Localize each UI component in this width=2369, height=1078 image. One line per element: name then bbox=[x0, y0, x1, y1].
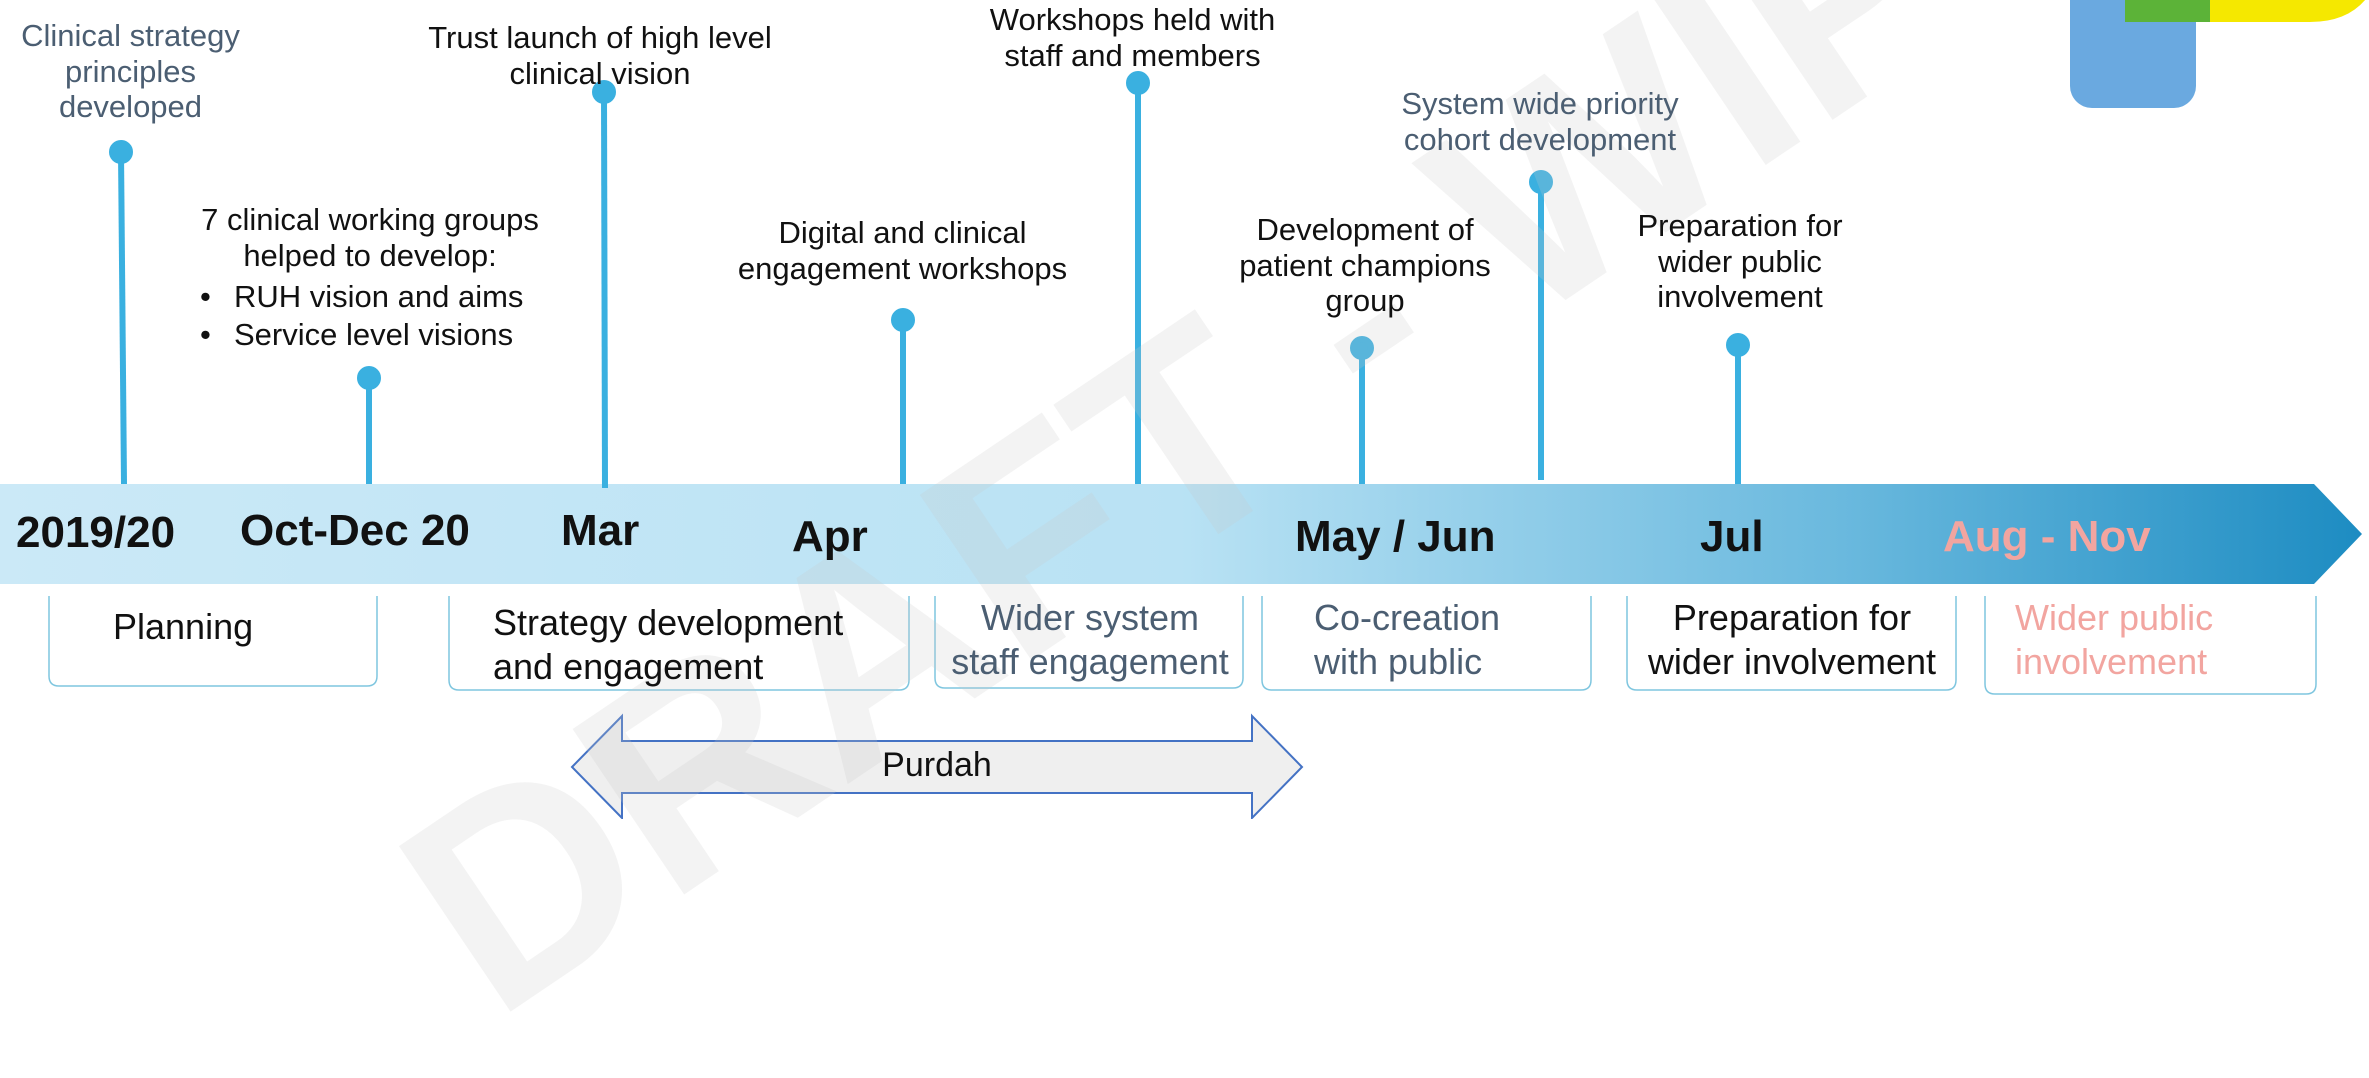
milestone-stem-1 bbox=[118, 151, 127, 485]
purdah-arrow bbox=[570, 713, 1304, 819]
milestone-1-note: Clinical strategy principles developed bbox=[18, 18, 243, 125]
milestone-dot-8 bbox=[1726, 333, 1750, 357]
milestone-3-text: Trust launch of high level clinical visi… bbox=[428, 20, 772, 91]
bracket-wider-staff bbox=[934, 596, 1244, 689]
milestone-2-intro: 7 clinical working groups helped to deve… bbox=[201, 202, 539, 273]
logo bbox=[2070, 0, 2366, 108]
milestone-dot-7 bbox=[1529, 170, 1553, 194]
milestone-6-text: Development of patient champions group bbox=[1239, 212, 1491, 319]
bracket-strategy bbox=[448, 596, 910, 691]
period-oct-dec-20: Oct-Dec 20 bbox=[240, 506, 470, 555]
period-apr: Apr bbox=[792, 512, 868, 561]
milestone-8-text: Preparation for wider public involvement bbox=[1637, 208, 1843, 315]
milestone-1-text: Clinical strategy principles developed bbox=[21, 18, 240, 125]
period-jul: Jul bbox=[1700, 512, 1764, 561]
period-2019-20: 2019/20 bbox=[16, 508, 176, 557]
phase-wider-staff: Wider system staff engagement bbox=[951, 597, 1229, 682]
milestone-7-text: System wide priority cohort development bbox=[1401, 86, 1679, 157]
bracket-prep bbox=[1626, 596, 1957, 691]
period-aug-nov: Aug - Nov bbox=[1943, 512, 2151, 561]
period-may-jun: May / Jun bbox=[1295, 512, 1496, 561]
milestone-2-note: 7 clinical working groups helped to deve… bbox=[190, 202, 550, 273]
bullet-text-1: RUH vision and aims bbox=[234, 279, 524, 314]
period-mar: Mar bbox=[561, 506, 640, 555]
milestone-dot-5 bbox=[1126, 71, 1150, 95]
milestone-dot-6 bbox=[1350, 336, 1374, 360]
milestone-2-bullets: •RUH vision and aims •Service level visi… bbox=[200, 278, 523, 354]
phase-wider-public: Wider public involvement bbox=[2015, 597, 2214, 682]
milestone-4-note: Digital and clinical engagement workshop… bbox=[720, 215, 1085, 286]
milestone-3-note: Trust launch of high level clinical visi… bbox=[410, 20, 790, 91]
milestone-dot-1 bbox=[109, 140, 133, 164]
milestone-stem-3 bbox=[601, 91, 608, 489]
milestone-6-note: Development of patient champions group bbox=[1220, 212, 1510, 319]
bracket-wider-public bbox=[1984, 596, 2317, 695]
milestone-4-text: Digital and clinical engagement workshop… bbox=[737, 215, 1068, 286]
milestone-8-note: Preparation for wider public involvement bbox=[1600, 208, 1880, 315]
milestone-dot-4 bbox=[891, 308, 915, 332]
milestone-7-note: System wide priority cohort development bbox=[1370, 86, 1710, 157]
bullet-item-1: •RUH vision and aims bbox=[200, 279, 524, 314]
milestone-5-note: Workshops held with staff and members bbox=[960, 2, 1305, 73]
phase-brackets bbox=[48, 596, 2317, 695]
phase-strategy: Strategy development and engagement bbox=[493, 602, 844, 687]
bracket-planning bbox=[48, 596, 378, 687]
bracket-cocreation bbox=[1261, 596, 1592, 691]
bullet-text-2: Service level visions bbox=[234, 316, 514, 352]
phase-planning: Planning bbox=[113, 606, 254, 647]
phase-cocreation: Co-creation with public bbox=[1314, 597, 1501, 682]
bullet-item-2: •Service level visions bbox=[200, 316, 514, 352]
milestone-5-text: Workshops held with staff and members bbox=[989, 2, 1276, 73]
milestone-markers bbox=[109, 71, 1750, 489]
timeline-arrow bbox=[0, 484, 2362, 584]
phase-prep: Preparation for wider involvement bbox=[1647, 597, 1937, 682]
milestone-dot-3 bbox=[592, 80, 616, 104]
milestone-dot-2 bbox=[357, 366, 381, 390]
purdah-label: Purdah bbox=[882, 746, 992, 784]
